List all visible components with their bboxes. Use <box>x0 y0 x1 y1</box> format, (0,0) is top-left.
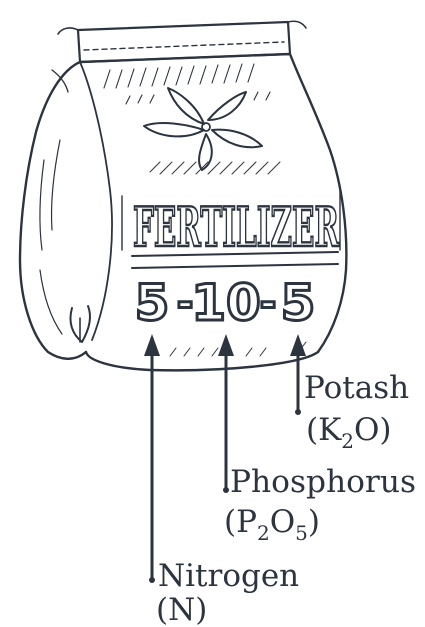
potash-formula-sub: 2 <box>341 429 354 453</box>
phosphorus-formula-open: (P <box>224 504 257 540</box>
flower-icon <box>144 88 262 170</box>
nitrogen-label: Nitrogen <box>158 558 299 594</box>
potash-label: Potash <box>304 370 409 406</box>
leaf-icon <box>70 306 90 342</box>
brand-title: FERTILIZER <box>133 195 340 259</box>
phosphorus-formula-mid: O <box>270 504 295 540</box>
phosphorus-formula: (P2O5) <box>224 504 320 545</box>
ratio-phosphorus-value: 10 <box>191 274 261 332</box>
npk-ratio: 5 - 10 - 5 <box>135 274 316 332</box>
potash-formula-close: O) <box>354 412 392 448</box>
phosphorus-formula-sub2: 5 <box>295 521 308 545</box>
phosphorus-formula-sub1: 2 <box>257 521 270 545</box>
phosphorus-formula-close: ) <box>308 504 320 540</box>
ratio-potash-value: 5 <box>281 274 316 332</box>
phosphorus-label: Phosphorus <box>230 464 416 500</box>
potash-formula-open: (K <box>306 412 342 448</box>
ratio-nitrogen-value: 5 <box>135 274 170 332</box>
potash-formula: (K2O) <box>306 412 392 453</box>
ratio-separator-2: - <box>260 280 277 326</box>
nitrogen-formula: (N) <box>156 592 207 627</box>
